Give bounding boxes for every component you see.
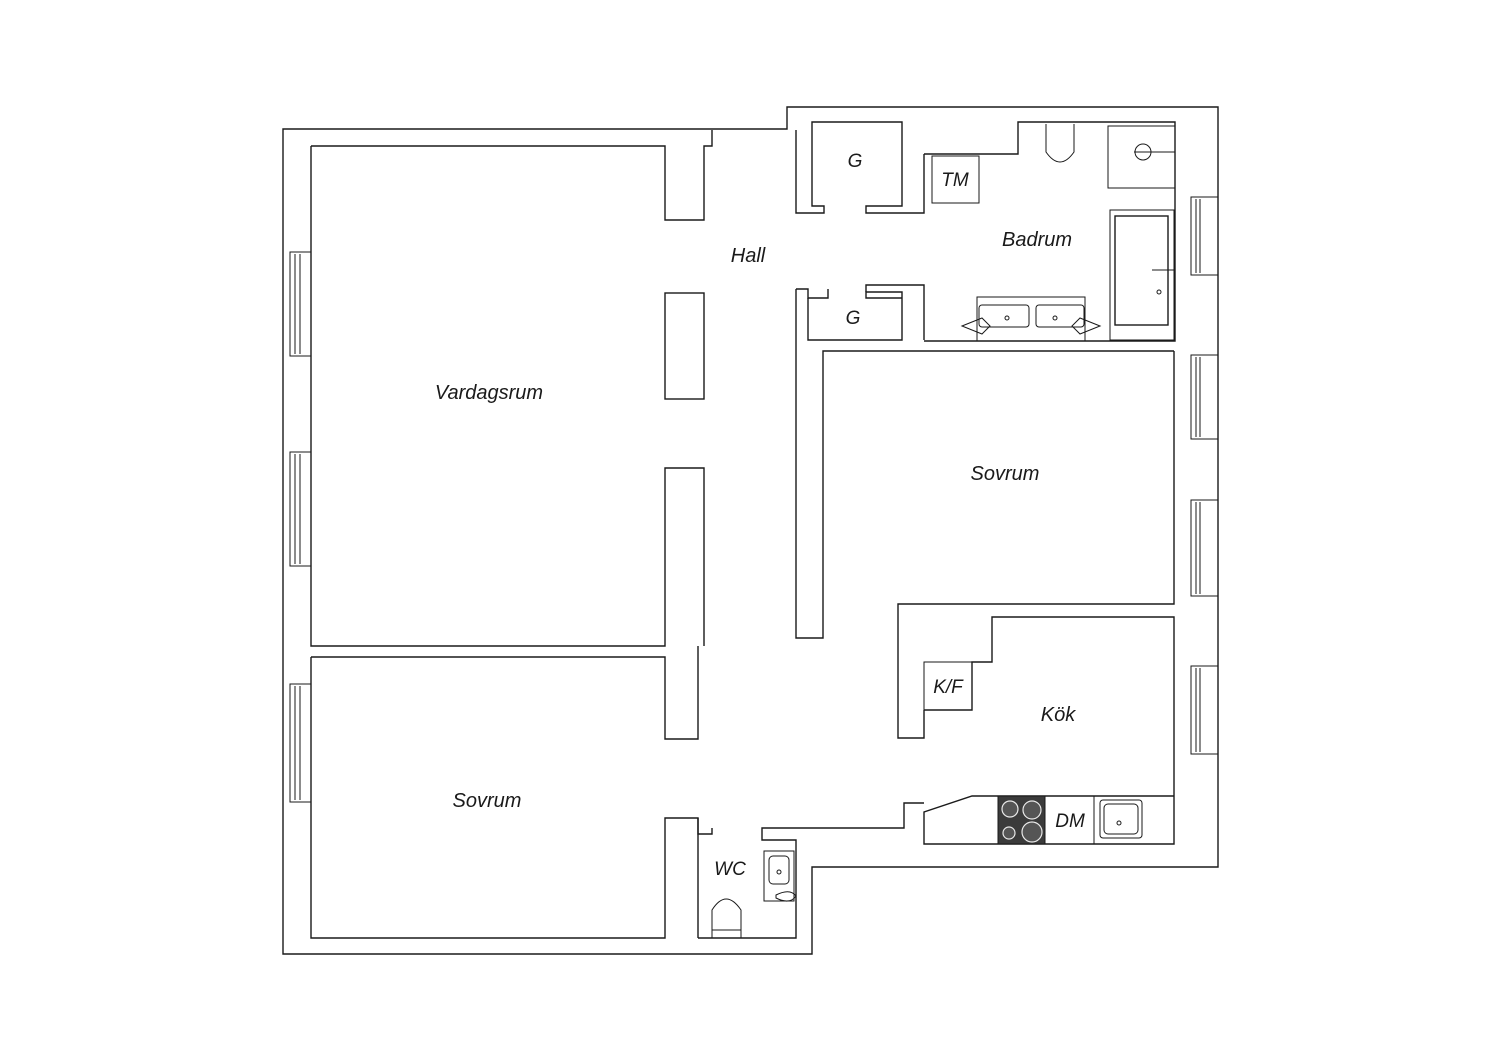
- sovrum-right-room: [897, 351, 1175, 739]
- kok-room: [923, 616, 1175, 845]
- hall-walls: [795, 121, 1174, 639]
- garderob-bottom-label: G: [846, 308, 861, 329]
- sovrum-left-room: [310, 646, 699, 939]
- wc-label: WC: [714, 859, 746, 880]
- kyl-frys-label: K/F: [933, 677, 964, 698]
- sovrum-right-label: Sovrum: [971, 463, 1040, 485]
- badrum-label: Badrum: [1002, 229, 1072, 251]
- left-windows: [289, 251, 312, 803]
- kok-label: Kök: [1041, 704, 1076, 726]
- right-windows: [1190, 196, 1219, 755]
- sovrum-left-label: Sovrum: [453, 790, 522, 812]
- garderob-bottom: [807, 284, 925, 341]
- hall-label: Hall: [731, 245, 766, 267]
- badrum-room: [924, 121, 1176, 342]
- vardagsrum-label: Vardagsrum: [435, 382, 543, 404]
- tvattmaskin-label: TM: [941, 170, 969, 191]
- diskmaskin-label: DM: [1055, 811, 1085, 832]
- garderob-top-label: G: [848, 151, 863, 172]
- outer-walls: [282, 106, 1219, 955]
- wc-room: [697, 802, 924, 939]
